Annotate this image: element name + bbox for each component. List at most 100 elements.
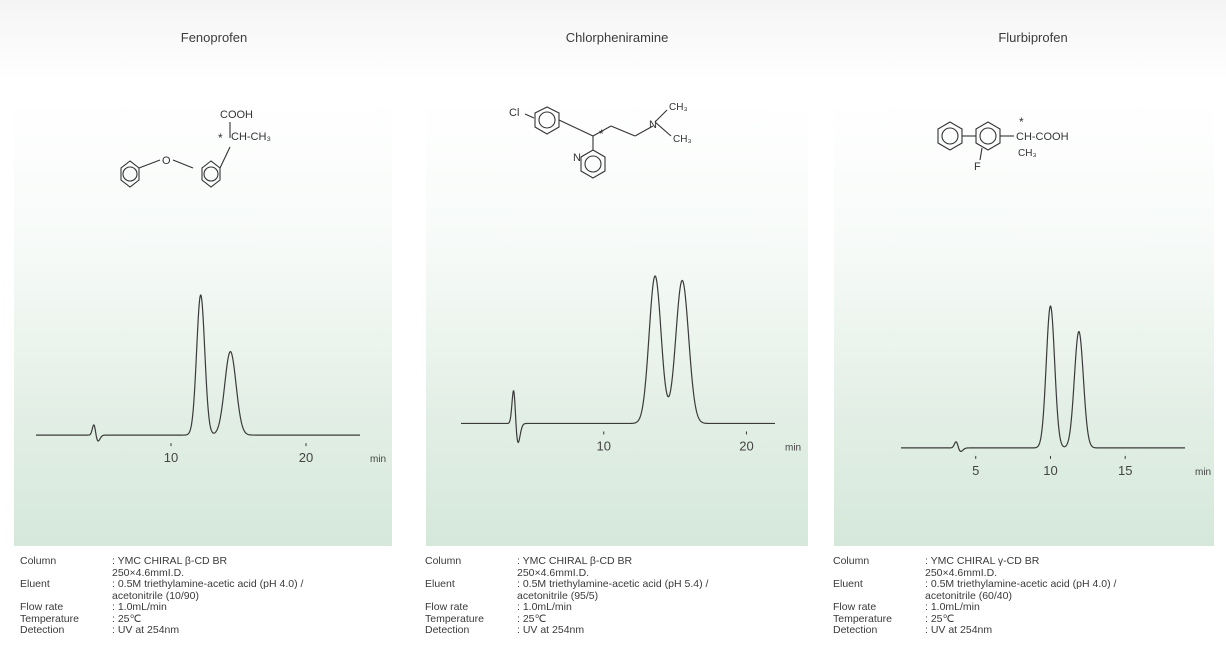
conditions-fenoprofen: Column : YMC CHIRAL β-CD BR 250×4.6mmI.D…	[20, 555, 304, 637]
condition-label: Column	[833, 555, 870, 567]
chromatogram-trace	[901, 305, 1185, 453]
bond	[524, 113, 535, 119]
condition-column: Column : YMC CHIRAL γ-CD BR 250×4.6mmI.D…	[833, 555, 1116, 579]
structure-label: CH₃	[673, 134, 692, 145]
condition-eluent: Eluent : 0.5M triethylamine-acetic acid …	[20, 578, 304, 602]
condition-value: : UV at 254nm	[517, 624, 585, 636]
drug-name: Fenoprofen	[180, 30, 248, 45]
conditions-chlorpheniramine: Column : YMC CHIRAL β-CD BR 250×4.6mmI.D…	[425, 555, 709, 637]
structure-label: CH-COOH	[1016, 131, 1069, 143]
condition-value: : 0.5M triethylamine-acetic acid (pH 5.4…	[517, 578, 709, 602]
bond	[138, 159, 161, 169]
bond	[592, 125, 612, 137]
condition-value: : YMC CHIRAL β-CD BR 250×4.6mmI.D.	[112, 555, 228, 579]
panel-background	[834, 96, 1214, 546]
bond	[610, 125, 636, 137]
structure-chlorpheniramine: Cl * N CH₃ CH₃ N	[509, 102, 692, 179]
benzene-ring	[201, 160, 221, 188]
condition-value: : YMC CHIRAL γ-CD BR 250×4.6mmI.D.	[925, 555, 1040, 579]
bond	[634, 125, 654, 137]
aromatic-circle	[122, 166, 138, 182]
condition-label: Eluent	[425, 578, 455, 590]
benzene-ring	[975, 121, 1001, 151]
condition-label: Flow rate	[425, 601, 469, 613]
condition-value: : 1.0mL/min	[112, 601, 167, 613]
condition-value: : 25℃	[517, 612, 547, 625]
aromatic-circle	[538, 111, 556, 129]
condition-value: : YMC CHIRAL β-CD BR 250×4.6mmI.D.	[517, 555, 633, 579]
condition-label: Column	[20, 555, 57, 567]
x-axis-label: min	[1195, 467, 1211, 478]
x-tick-label: 10	[596, 438, 610, 453]
x-tick-label: 20	[299, 450, 313, 465]
condition-value: : UV at 254nm	[925, 624, 993, 636]
condition-detection: Detection : UV at 254nm	[833, 624, 1116, 637]
benzene-ring	[120, 160, 140, 188]
aromatic-circle	[203, 166, 219, 182]
structure-flurbiprofen: * CH-COOH CH₃ F	[937, 115, 1069, 173]
structure-label: Cl	[509, 107, 519, 119]
chromatogram-flurbiprofen: 5 10 15 min	[901, 305, 1211, 478]
bond	[219, 146, 231, 169]
condition-value: : UV at 254nm	[112, 624, 180, 636]
structure-label: CH₃	[1018, 148, 1037, 159]
condition-column: Column : YMC CHIRAL β-CD BR 250×4.6mmI.D…	[20, 555, 303, 579]
condition-label: Eluent	[20, 578, 50, 590]
condition-detection: Detection : UV at 254nm	[20, 624, 303, 637]
aromatic-circle	[941, 127, 959, 145]
condition-value: : 1.0mL/min	[517, 601, 572, 613]
condition-temperature: Temperature : 25℃	[425, 612, 708, 626]
structure-label: N	[649, 119, 657, 131]
x-tick-label: 20	[739, 438, 753, 453]
structure-fenoprofen: COOH CH-CH₃ * O	[120, 109, 271, 188]
aromatic-circle	[584, 155, 602, 173]
x-tick-label: 5	[972, 463, 979, 478]
chromatogram-trace	[36, 294, 360, 442]
condition-flow-rate: Flow rate : 1.0mL/min	[20, 601, 303, 614]
conditions-flurbiprofen: Column : YMC CHIRAL γ-CD BR 250×4.6mmI.D…	[833, 555, 1116, 637]
condition-label: Temperature	[833, 612, 892, 625]
condition-flow-rate: Flow rate : 1.0mL/min	[833, 601, 1116, 614]
condition-temperature: Temperature : 25℃	[833, 612, 1116, 626]
chromatogram-fenoprofen: 10 20 min	[36, 294, 386, 465]
condition-label: Detection	[833, 624, 878, 636]
x-tick-label: 10	[164, 450, 178, 465]
condition-column: Column : YMC CHIRAL β-CD BR 250×4.6mmI.D…	[425, 555, 708, 579]
bond	[979, 147, 983, 161]
condition-label: Eluent	[833, 578, 863, 590]
structure-label: N	[573, 152, 581, 164]
bond	[654, 121, 672, 137]
structure-label: COOH	[220, 109, 253, 121]
panel-flurbiprofen: Flurbiprofen * CH-COOH CH₃ F 5 10 15 min Co…	[820, 0, 1226, 648]
condition-label: Temperature	[425, 612, 484, 625]
chiral-marker: *	[1019, 115, 1024, 129]
panel-fenoprofen: Fenoprofen COOH CH-CH₃ * O 10 20 min Colum…	[0, 0, 410, 648]
condition-detection: Detection : UV at 254nm	[425, 624, 708, 637]
panel-background	[426, 96, 808, 546]
condition-value: : 1.0mL/min	[925, 601, 980, 613]
pyridine-ring	[580, 149, 606, 179]
bond	[558, 119, 594, 137]
condition-eluent: Eluent : 0.5M triethylamine-acetic acid …	[425, 578, 709, 602]
condition-value: : 25℃	[925, 612, 955, 625]
structure-label: O	[162, 155, 171, 167]
condition-label: Column	[425, 555, 462, 567]
structure-label: F	[974, 161, 981, 173]
condition-flow-rate: Flow rate : 1.0mL/min	[425, 601, 708, 614]
condition-label: Detection	[20, 624, 65, 636]
structure-label: CH-CH₃	[231, 131, 271, 143]
drug-name: Flurbiprofen	[998, 30, 1068, 45]
condition-value: : 0.5M triethylamine-acetic acid (pH 4.0…	[112, 578, 304, 602]
condition-value: : 25℃	[112, 612, 142, 625]
chiral-marker: *	[599, 127, 604, 141]
x-axis-label: min	[370, 454, 386, 465]
condition-temperature: Temperature : 25℃	[20, 612, 303, 626]
x-tick-label: 15	[1118, 463, 1132, 478]
page-top-fade	[0, 0, 1226, 80]
condition-label: Flow rate	[833, 601, 877, 613]
drug-name: Chlorpheniramine	[565, 30, 669, 45]
x-tick-label: 10	[1043, 463, 1057, 478]
structure-label: CH₃	[669, 102, 688, 113]
